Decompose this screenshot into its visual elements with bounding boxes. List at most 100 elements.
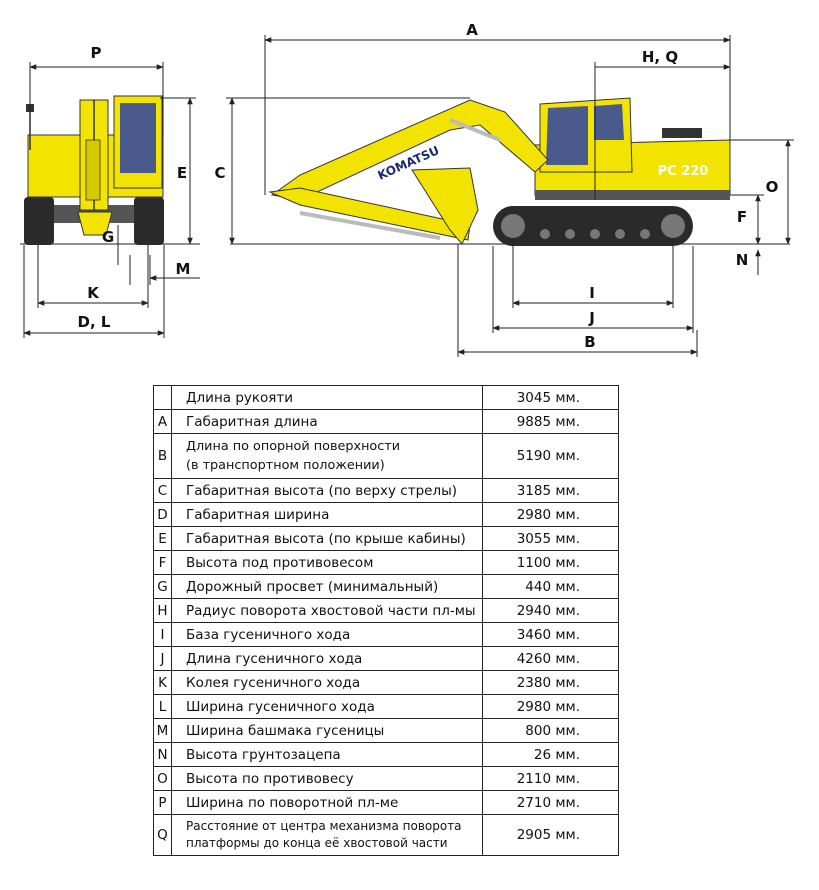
table-row: D Габаритная ширина 2980 мм. [153, 502, 620, 527]
row-value: 9885 мм. [481, 409, 620, 434]
row-parameter: Габаритная ширина [171, 502, 483, 527]
front-left-track [24, 197, 54, 245]
side-cab-window-front [546, 106, 588, 165]
dim-label-j: J [588, 309, 595, 327]
front-view-excavator [24, 95, 164, 245]
row-parameter: Ширина по поворотной пл-ме [171, 790, 483, 815]
row-parameter: Ширина гусеничного хода [171, 694, 483, 719]
side-view-excavator: PC 220 KOMATSU [268, 97, 731, 246]
row-value: 2110 мм. [481, 766, 620, 791]
table-row: I База гусеничного хода 3460 мм. [153, 622, 620, 647]
row-code: L [153, 694, 172, 719]
row-parameter: Длина рукояти [171, 385, 483, 410]
row-code: P [153, 790, 172, 815]
side-boom [270, 99, 549, 201]
dim-label-k: K [87, 284, 100, 302]
table-row: M Ширина башмака гусеницы 800 мм. [153, 718, 620, 743]
row-value: 3185 мм. [481, 478, 620, 503]
dim-label-dl: D, L [78, 313, 111, 331]
row-value: 5190 мм. [481, 433, 620, 479]
row-code: F [153, 550, 172, 575]
table-row: E Габаритная высота (по крыше кабины) 30… [153, 526, 620, 551]
table-row: F Высота под противовесом 1100 мм. [153, 550, 620, 575]
dim-label-b: B [584, 333, 595, 351]
table-row: L Ширина гусеничного хода 2980 мм. [153, 694, 620, 719]
dim-label-f: F [737, 208, 747, 226]
row-parameter: Высота под противовесом [171, 550, 483, 575]
table-row: K Колея гусеничного хода 2380 мм. [153, 670, 620, 695]
front-bucket [77, 211, 113, 236]
row-parameter-line2: (в транспортном положении) [186, 458, 385, 473]
row-value: 2980 мм. [481, 502, 620, 527]
row-code: E [153, 526, 172, 551]
row-code: J [153, 646, 172, 671]
dim-label-p: P [91, 44, 102, 62]
dim-label-o: O [766, 178, 779, 196]
side-bucket [411, 167, 479, 245]
row-value: 2940 мм. [481, 598, 620, 623]
row-value: 2380 мм. [481, 670, 620, 695]
table-row: G Дорожный просвет (минимальный) 440 мм. [153, 574, 620, 599]
table-row: B Длина по опорной поверхности (в трансп… [153, 433, 620, 479]
table-row: N Высота грунтозацепа 26 мм. [153, 742, 620, 767]
row-parameter: Высота грунтозацепа [171, 742, 483, 767]
row-parameter: Длина по опорной поверхности (в транспор… [171, 433, 483, 479]
row-value: 3460 мм. [481, 622, 620, 647]
dim-label-c: C [214, 164, 225, 182]
row-value: 26 мм. [481, 742, 620, 767]
row-value: 1100 мм. [481, 550, 620, 575]
row-code: B [153, 433, 172, 479]
row-parameter: Габаритная высота (по верху стрелы) [171, 478, 483, 503]
row-code: C [153, 478, 172, 503]
dim-label-hq: H, Q [642, 48, 678, 66]
row-parameter: Колея гусеничного хода [171, 670, 483, 695]
row-code: D [153, 502, 172, 527]
dim-label-i: I [589, 284, 595, 302]
row-parameter: Длина гусеничного хода [171, 646, 483, 671]
dim-label-e: E [177, 164, 187, 182]
row-value: 3045 мм. [481, 385, 620, 410]
row-code: I [153, 622, 172, 647]
table-row: A Габаритная длина 9885 мм. [153, 409, 620, 434]
row-parameter-line1: Длина по опорной поверхности [186, 439, 401, 454]
dim-label-n: N [736, 251, 749, 269]
row-code [153, 385, 172, 410]
dim-label-g: G [102, 228, 114, 246]
row-code: M [153, 718, 172, 743]
row-parameter: Расстояние от центра механизма поворота … [171, 814, 483, 856]
row-value: 2980 мм. [481, 694, 620, 719]
row-value: 800 мм. [481, 718, 620, 743]
row-code: G [153, 574, 172, 599]
row-parameter: Радиус поворота хвостовой части пл-мы [171, 598, 483, 623]
row-parameter: Габаритная высота (по крыше кабины) [171, 526, 483, 551]
row-parameter-line1: Расстояние от центра механизма поворота [186, 819, 462, 833]
table-row: C Габаритная высота (по верху стрелы) 31… [153, 478, 620, 503]
table-row: H Радиус поворота хвостовой части пл-мы … [153, 598, 620, 623]
excavator-dimension-drawing: P E G M K D, L PC 220 KOMATSU [20, 21, 794, 357]
row-parameter: Габаритная длина [171, 409, 483, 434]
row-value: 2905 мм. [481, 814, 620, 856]
row-code: K [153, 670, 172, 695]
table-row: J Длина гусеничного хода 4260 мм. [153, 646, 620, 671]
row-parameter-line2: платформы до конца её хвостовой части [186, 836, 448, 850]
row-value: 4260 мм. [481, 646, 620, 671]
row-parameter: База гусеничного хода [171, 622, 483, 647]
front-right-track [134, 197, 164, 245]
row-code: H [153, 598, 172, 623]
table-row: O Высота по противовесу 2110 мм. [153, 766, 620, 791]
row-code: A [153, 409, 172, 434]
row-value: 3055 мм. [481, 526, 620, 551]
row-value: 2710 мм. [481, 790, 620, 815]
row-code: O [153, 766, 172, 791]
table-row: P Ширина по поворотной пл-ме 2710 мм. [153, 790, 620, 815]
side-cab-window-rear [594, 104, 624, 140]
side-arm [268, 187, 471, 241]
row-parameter: Дорожный просвет (минимальный) [171, 574, 483, 599]
row-parameter: Ширина башмака гусеницы [171, 718, 483, 743]
model-badge: PC 220 [658, 164, 709, 179]
dim-label-m: M [176, 260, 191, 278]
row-parameter: Высота по противовесу [171, 766, 483, 791]
table-row: Длина рукояти 3045 мм. [153, 385, 620, 410]
row-value: 440 мм. [481, 574, 620, 599]
dim-label-a: A [466, 21, 478, 39]
